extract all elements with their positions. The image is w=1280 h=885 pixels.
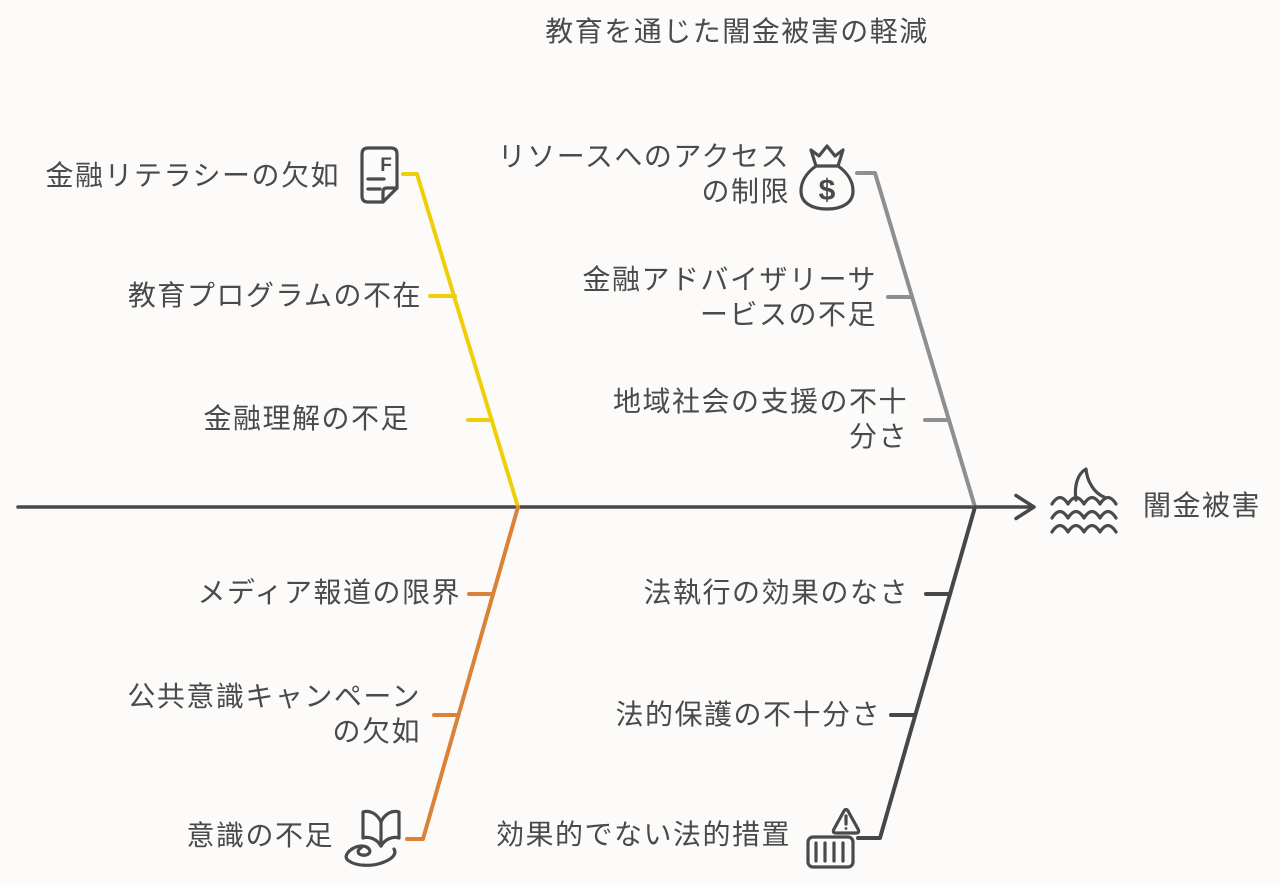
item-law-enforcement: 法執行の効果のなさ [643, 577, 909, 608]
building-warning-icon [806, 807, 861, 869]
branch-label-legal-measures: 効果的でない法的措置 [495, 819, 791, 850]
svg-text:F: F [380, 155, 392, 176]
item-financial-understanding: 金融理解の不足 [203, 403, 410, 434]
branch-top-left-line [401, 172, 520, 509]
item-education-program: 教育プログラムの不在 [127, 280, 422, 311]
shark-fin-waves-icon [1050, 467, 1118, 534]
diagram-title: 教育を通じた闇金被害の軽減 [545, 16, 929, 47]
spine-arrowhead-icon [1014, 493, 1036, 521]
item-public-campaign: 公共意識キャンペーン の欠如 [127, 681, 421, 747]
item-legal-protection: 法的保護の不十分さ [615, 699, 881, 730]
money-bag-icon: $ [799, 144, 855, 211]
branch-label-awareness: 意識の不足 [186, 820, 334, 851]
item-community-support: 地域社会の支援の不十 分さ [612, 386, 908, 452]
book-on-hand-icon [344, 809, 401, 867]
branch-bottom-right-line [856, 505, 977, 840]
item-advisory-service: 金融アドバイザリーサ ービスの不足 [582, 264, 877, 330]
branch-bottom-left-line [405, 505, 520, 841]
branch-top-right-line [855, 171, 977, 509]
svg-text:$: $ [819, 174, 836, 207]
financial-document-icon: F [360, 146, 399, 204]
branch-label-financial-literacy: 金融リテラシーの欠如 [45, 160, 340, 191]
branch-label-resource-access: リソースへのアクセス の制限 [497, 141, 790, 207]
effect-label: 闇金被害 [1143, 490, 1262, 521]
item-media-coverage: メディア報道の限界 [197, 577, 461, 608]
